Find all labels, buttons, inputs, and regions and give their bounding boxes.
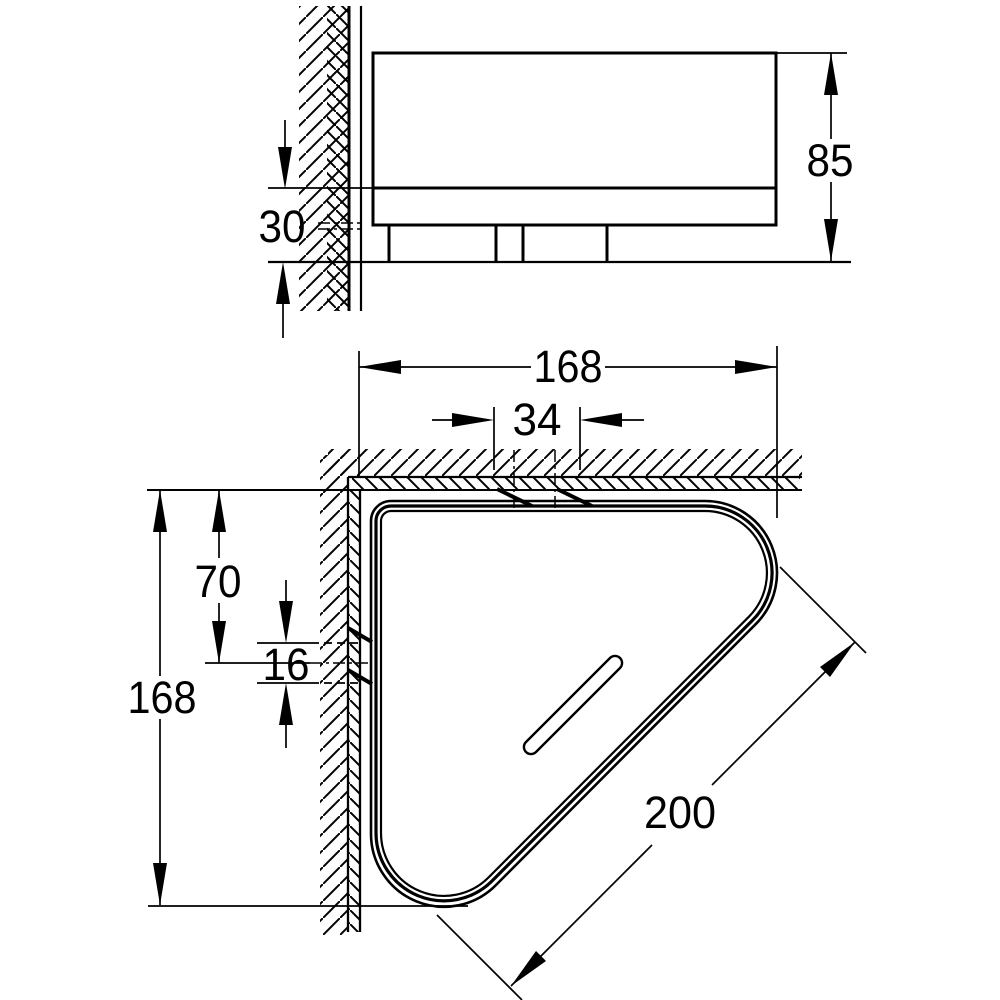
basket-rim-inner <box>379 509 768 897</box>
arrowhead-icon <box>820 642 855 677</box>
basket-side-outline <box>268 51 851 264</box>
dim-bracket-height: 16 <box>257 580 359 748</box>
plan-left-wall <box>320 455 362 935</box>
dim-height-label: 85 <box>807 135 854 186</box>
wall-hatch-band <box>327 6 349 311</box>
dim-upper-offset: 70 <box>195 490 310 664</box>
arrowhead-icon <box>735 360 777 374</box>
mounting-hook <box>346 626 374 644</box>
basket-body <box>371 51 778 227</box>
arrowhead-icon <box>279 683 293 725</box>
drain-slot <box>522 654 624 756</box>
dim-upper-offset-label: 70 <box>195 556 242 607</box>
dim-bracket-height-label: 16 <box>263 639 310 690</box>
extension-line <box>779 566 867 654</box>
arrowhead-icon <box>580 413 622 427</box>
plan-view: 168 34 168 70 <box>128 341 867 1000</box>
arrowhead-icon <box>153 863 167 905</box>
arrowhead-icon <box>212 621 226 663</box>
arrowhead-icon <box>511 951 546 986</box>
arrowhead-icon <box>212 490 226 532</box>
mounting-hook <box>556 487 593 508</box>
arrowhead-icon <box>279 601 293 643</box>
dim-width-label: 168 <box>534 341 603 392</box>
dim-hole-spacing-label: 34 <box>513 394 562 445</box>
front-wall-section <box>299 6 363 311</box>
plan-top-wall <box>147 449 802 491</box>
arrowhead-icon <box>824 53 838 95</box>
dim-diagonal: 200 <box>436 566 867 1000</box>
arrowhead-icon <box>278 147 292 189</box>
dim-width: 168 <box>358 341 778 518</box>
basket-rim-middle <box>374 504 774 903</box>
dim-mount-offset: 30 <box>259 120 306 338</box>
wall-hatch-band <box>352 478 800 490</box>
dim-hole-spacing: 34 <box>432 394 644 470</box>
dim-diagonal-label: 200 <box>644 787 716 838</box>
dim-height: 85 <box>776 52 854 261</box>
extension-line <box>436 914 523 1000</box>
arrowhead-icon <box>452 413 494 427</box>
dim-depth-label: 168 <box>128 672 197 723</box>
arrowhead-icon <box>153 490 167 532</box>
wall-hatch <box>328 449 802 477</box>
wall-hatch <box>320 455 348 935</box>
front-view: 85 30 <box>259 6 854 338</box>
mounting-details <box>310 450 593 686</box>
basket-rim-outer <box>369 499 779 909</box>
arrowhead-icon <box>276 262 290 304</box>
dim-mount-offset-label: 30 <box>259 201 306 252</box>
arrowhead-icon <box>824 219 838 261</box>
basket-plan-outline <box>369 499 779 909</box>
arrowhead-icon <box>359 360 401 374</box>
mounting-hook <box>346 668 374 686</box>
wall-hatch-band <box>348 491 360 932</box>
dim-depth: 168 <box>128 490 468 907</box>
